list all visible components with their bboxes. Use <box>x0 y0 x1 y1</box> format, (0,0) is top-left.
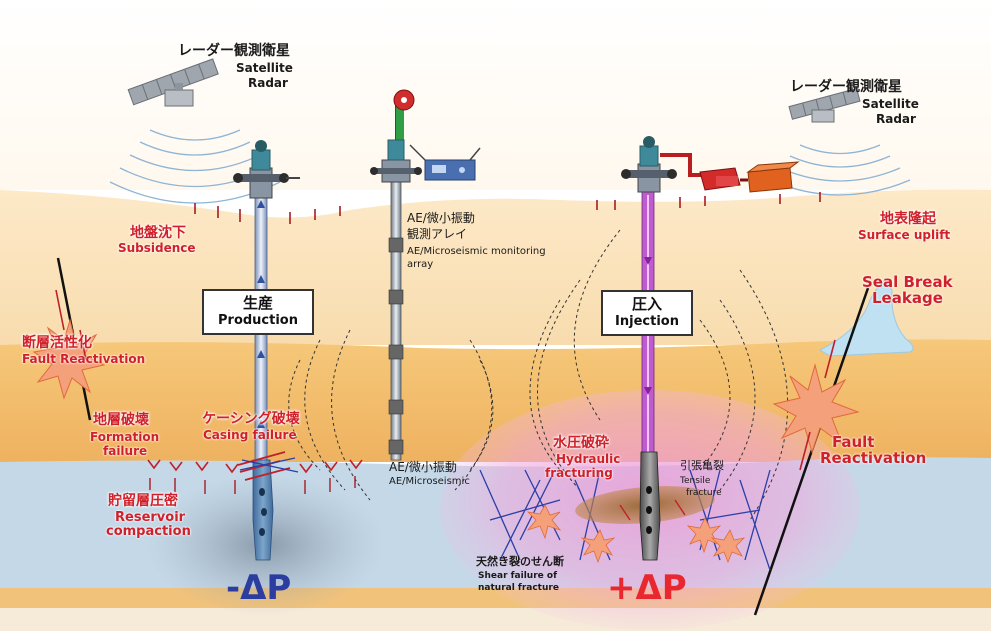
tensile-en2: fracture <box>686 488 722 498</box>
ae-array-jp2: 観測アレイ <box>407 227 468 241</box>
ae-wireline-rig-icon <box>370 89 426 183</box>
fault-burst-right-icon <box>772 363 860 454</box>
seal-break-en2: Leakage <box>872 289 943 307</box>
production-en: Production <box>218 312 298 328</box>
injection-label-box: 圧入 Injection <box>601 290 693 336</box>
production-wellhead-icon <box>233 140 300 199</box>
injection-en: Injection <box>615 313 679 329</box>
satellite-left-icon <box>127 58 219 107</box>
injection-jp: 圧入 <box>631 295 662 313</box>
seal-break-en1: Seal Break <box>862 273 953 291</box>
tensile-en1: Tensile <box>680 476 711 486</box>
ae-micro-jp: AE/微小振動 <box>389 460 457 474</box>
fault-burst-left-icon <box>32 318 106 400</box>
formation-failure-jp: 地層破壊 <box>93 412 149 428</box>
tensile-jp: 引張亀裂 <box>680 459 724 472</box>
casing-failure-jp: ケーシング破壊 <box>202 411 300 427</box>
satellite-right-icon <box>788 87 861 123</box>
formation-failure-en2: failure <box>103 444 148 458</box>
fault-left-jp: 断層活性化 <box>22 335 92 351</box>
satellite-left-en2: Radar <box>248 76 288 90</box>
uplift-en: Surface uplift <box>858 228 951 242</box>
satellite-left-jp: レーダー観測衛星 <box>178 43 290 59</box>
satellite-right-en2: Radar <box>876 112 916 126</box>
production-label-box: 生産 Production <box>202 289 314 335</box>
satellite-right-en1: Satellite <box>862 97 919 111</box>
uplift-jp: 地表隆起 <box>880 211 936 227</box>
fault-right-en2: Reactivation <box>820 449 927 467</box>
production-jp: 生産 <box>242 294 273 312</box>
ae-array-jp: AE/微小振動 <box>407 211 475 225</box>
delta-p-minus: -ΔP <box>226 568 292 608</box>
reservoir-jp: 貯留層圧密 <box>108 493 178 509</box>
fault-left-en: Fault Reactivation <box>22 352 146 366</box>
shear-en1: Shear failure of <box>478 571 557 581</box>
hydraulic-jp: 水圧破砕 <box>553 435 609 451</box>
reservoir-en2: compaction <box>106 524 191 539</box>
delta-p-plus: +ΔP <box>607 568 687 608</box>
hydraulic-en2: fracturing <box>545 466 613 480</box>
ae-array-en1: AE/Microseismic monitoring <box>407 246 546 257</box>
injection-pump-icon <box>699 161 800 193</box>
shear-jp: 天然き裂のせん断 <box>476 555 564 568</box>
monitoring-instrument-icon <box>424 147 481 181</box>
subsidence-en: Subsidence <box>118 241 196 255</box>
formation-failure-en1: Formation <box>90 430 160 444</box>
shear-en2: natural fracture <box>478 583 559 593</box>
ae-array-en2: array <box>407 259 434 270</box>
injection-wellhead-icon <box>621 136 677 193</box>
subsidence-jp: 地盤沈下 <box>130 225 186 241</box>
reservoir-en1: Reservoir <box>115 510 186 525</box>
satellite-left-en1: Satellite <box>236 61 293 75</box>
casing-failure-en: Casing failure <box>203 428 297 442</box>
fault-right-en1: Fault <box>832 433 875 451</box>
satellite-right-jp: レーダー観測衛星 <box>790 79 902 95</box>
ae-micro-en: AE/Microseismic <box>389 476 470 487</box>
hydraulic-en1: Hydraulic <box>556 452 621 466</box>
